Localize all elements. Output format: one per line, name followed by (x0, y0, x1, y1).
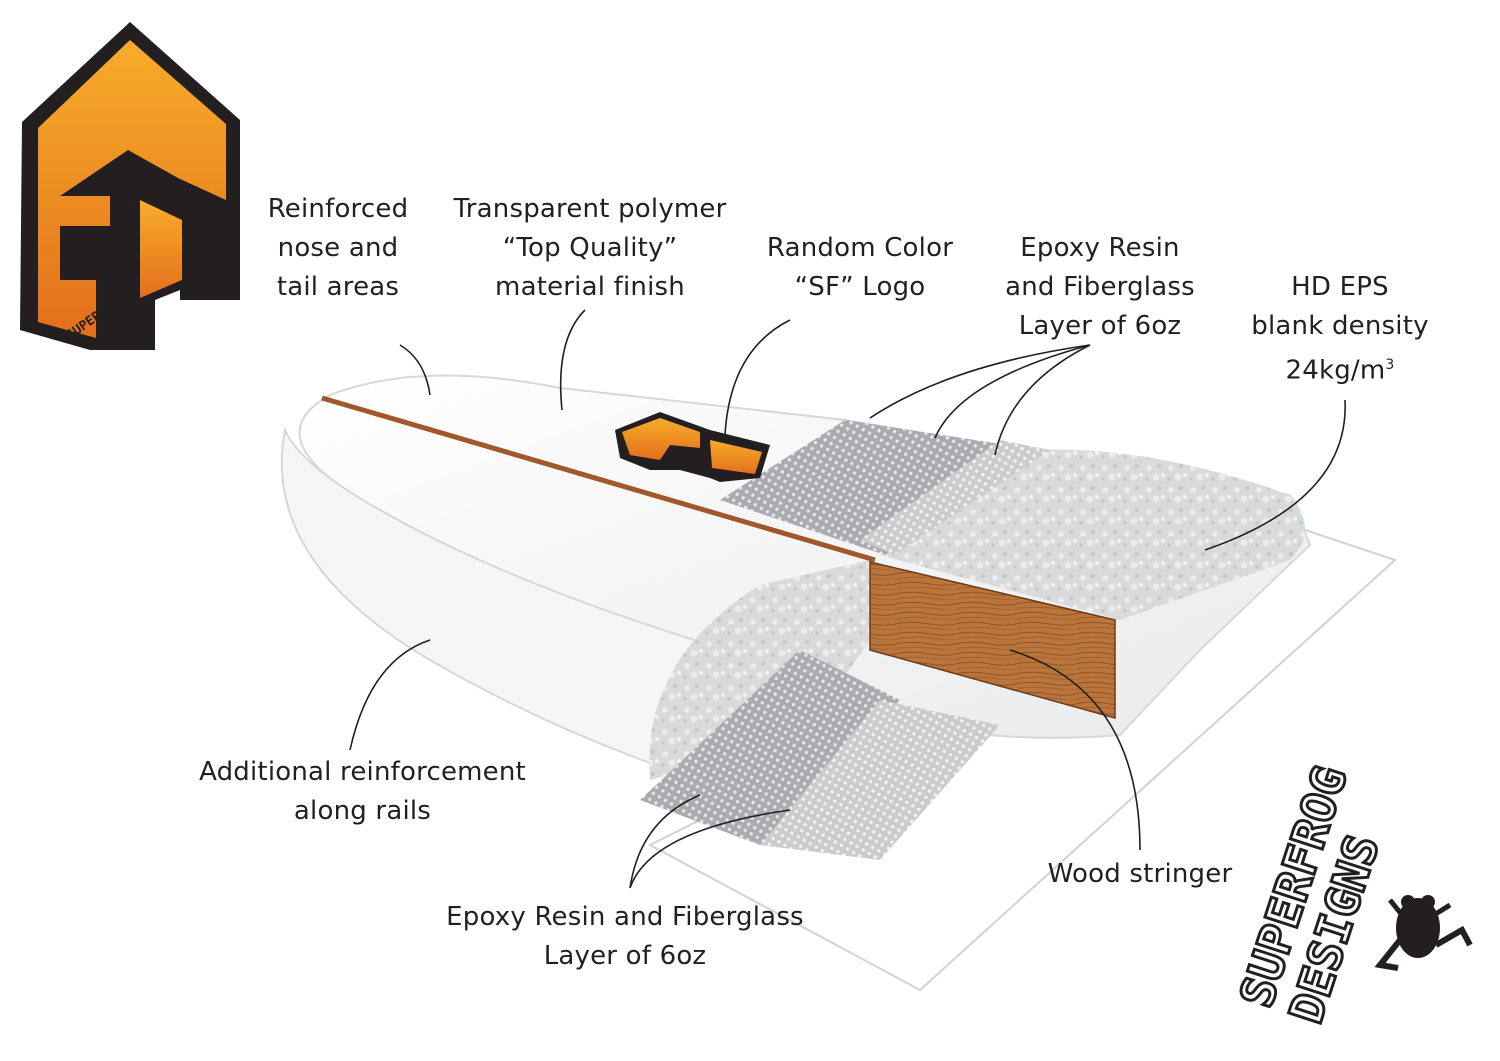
leader-epoxy-top-2 (934, 344, 1091, 439)
callout-epoxy-bottom: Epoxy Resin and Fiberglass Layer of 6oz (446, 902, 804, 971)
leader-epoxy-bottom-1 (629, 794, 701, 889)
leader-epoxy-bottom-2 (629, 809, 791, 889)
frog-icon (1374, 895, 1473, 971)
logo-fill (38, 40, 226, 338)
callout-polymer: Transparent polymer “Top Quality” materi… (453, 194, 727, 302)
leader-lines (349, 309, 1346, 889)
leader-polymer (559, 309, 586, 411)
logo-lower-right (140, 200, 182, 298)
wood-stringer-face (869, 561, 1116, 719)
foam-core-lower (649, 560, 870, 780)
leader-eps (1204, 399, 1346, 551)
eps-density-value: 24kg/m (1285, 355, 1386, 386)
leader-stringer (1009, 649, 1141, 851)
callout-eps: HD EPS blank density 24kg/m3 (1251, 272, 1429, 386)
callout-logo: Random Color “SF” Logo (766, 233, 954, 302)
leader-logo (724, 319, 791, 436)
fiberglass-bottom-layer (640, 650, 900, 845)
leader-rails (349, 639, 431, 751)
eps-superscript: 3 (1385, 357, 1395, 373)
stringer-line-deck (321, 395, 876, 563)
callout-nose-tail: Reinforced nose and tail areas (267, 194, 409, 302)
superfrog-wordmark: SUPERFROG DESIGNS (1228, 758, 1392, 1031)
leader-epoxy-top-1 (869, 344, 1091, 419)
leader-nose (399, 344, 431, 396)
leader-epoxy-top-3 (994, 344, 1091, 456)
fiberglass-top-layer (720, 420, 1040, 555)
sf-logo-deck (615, 412, 770, 482)
sf-logo-large: SUPERFROG (20, 22, 240, 350)
fiberglass-top-layer-light (860, 440, 1050, 555)
fiberglass-bottom-layer-light (760, 700, 1000, 860)
callout-stringer: Wood stringer (1047, 859, 1233, 889)
callout-rails: Additional reinforcement along rails (199, 757, 526, 826)
callout-epoxy-top: Epoxy Resin and Fiberglass Layer of 6oz (1005, 233, 1195, 341)
